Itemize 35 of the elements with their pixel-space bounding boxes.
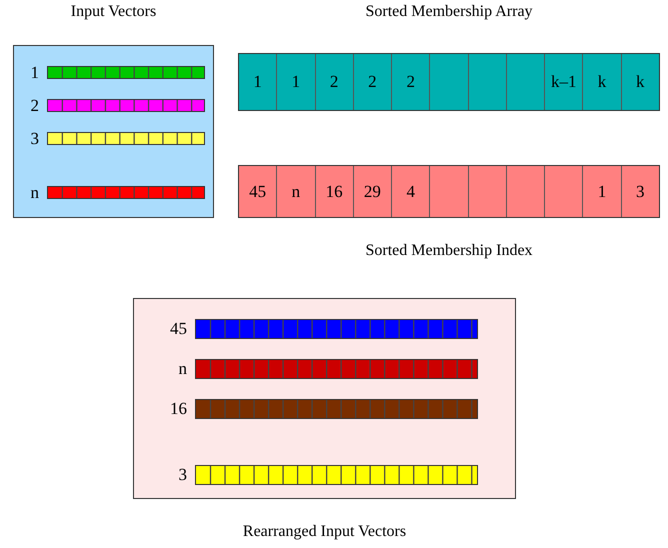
vector-bar	[47, 186, 205, 199]
vector-index: 16	[169, 400, 187, 417]
cell-value: 2	[368, 71, 377, 94]
cell-value: n	[292, 180, 300, 203]
cell-value: 3	[636, 180, 645, 203]
vector-bar	[195, 359, 478, 379]
vector-index: n	[178, 360, 187, 377]
vector-bar	[47, 99, 205, 112]
cell-value: 4	[406, 180, 415, 203]
cell-value: k–1	[551, 71, 576, 94]
panel-title: Sorted Membership Index	[365, 241, 533, 261]
vector-bar	[47, 66, 205, 79]
panel-title: Sorted Membership Array	[365, 2, 533, 22]
cell-value: 45	[249, 180, 266, 203]
vector-bar	[195, 319, 478, 339]
vector-bar	[195, 465, 478, 485]
vector-index: 1	[30, 64, 39, 80]
cell-value: k	[636, 71, 645, 94]
panel-title: Input Vectors	[70, 2, 156, 22]
cell-value: 29	[364, 180, 381, 203]
cell-value: 1	[598, 180, 606, 203]
cell-value: 1	[292, 71, 300, 94]
cell-value: 1	[253, 71, 262, 94]
vector-index: 3	[178, 466, 187, 483]
cell-value: k	[598, 71, 606, 94]
vector-index: 3	[30, 130, 39, 146]
vector-index: 2	[30, 96, 39, 114]
panel-title: Rearranged Input Vectors	[242, 522, 406, 542]
cell-value: 16	[326, 180, 343, 203]
vector-index: n	[30, 184, 39, 200]
vector-bar	[47, 132, 205, 145]
cell-value: 2	[406, 71, 415, 94]
cell-value: 2	[330, 71, 338, 94]
vector-index: 45	[169, 320, 187, 337]
vector-bar	[195, 399, 478, 419]
